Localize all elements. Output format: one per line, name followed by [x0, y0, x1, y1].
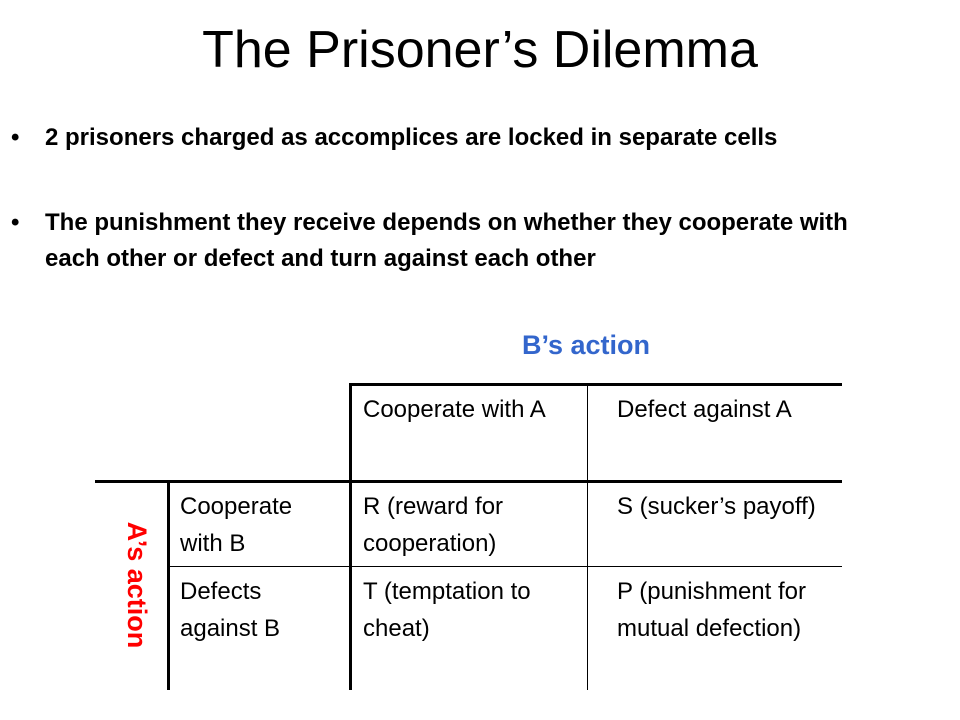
- matrix-inner-column-divider: [587, 383, 588, 690]
- bullet-dot-icon: •: [11, 124, 20, 151]
- bullet-text: The punishment they receive depends on w…: [45, 209, 848, 272]
- column-header-cooperate: Cooperate with A: [363, 396, 546, 423]
- bullet-item: • The punishment they receive depends on…: [11, 205, 865, 277]
- column-header-defect: Defect against A: [617, 396, 792, 423]
- row-header-cooperate: Cooperate with B: [180, 493, 293, 557]
- payoff-reward: R (reward for cooperation): [363, 493, 504, 557]
- payoff-temptation: T (temptation to cheat): [363, 578, 531, 642]
- slide-title: The Prisoner’s Dilemma: [202, 21, 758, 79]
- matrix-top-border: [350, 383, 842, 386]
- matrix-row-header-border: [167, 480, 170, 690]
- row-player-label: A’s action: [122, 521, 152, 649]
- row-header-defects: Defects against B: [180, 578, 281, 642]
- bullet-dot-icon: •: [11, 209, 20, 236]
- matrix-row-divider: [168, 566, 842, 567]
- column-player-label: B’s action: [522, 330, 651, 360]
- bullet-text: 2 prisoners charged as accomplices are l…: [45, 124, 778, 151]
- bullet-item: • 2 prisoners charged as accomplices are…: [11, 120, 865, 156]
- payoff-punishment: P (punishment for mutual defection): [617, 578, 806, 642]
- payoff-sucker: S (sucker’s payoff): [617, 493, 816, 520]
- matrix-header-divider: [95, 480, 842, 483]
- bullet-list: • 2 prisoners charged as accomplices are…: [0, 0, 960, 330]
- matrix-column-divider: [349, 383, 352, 690]
